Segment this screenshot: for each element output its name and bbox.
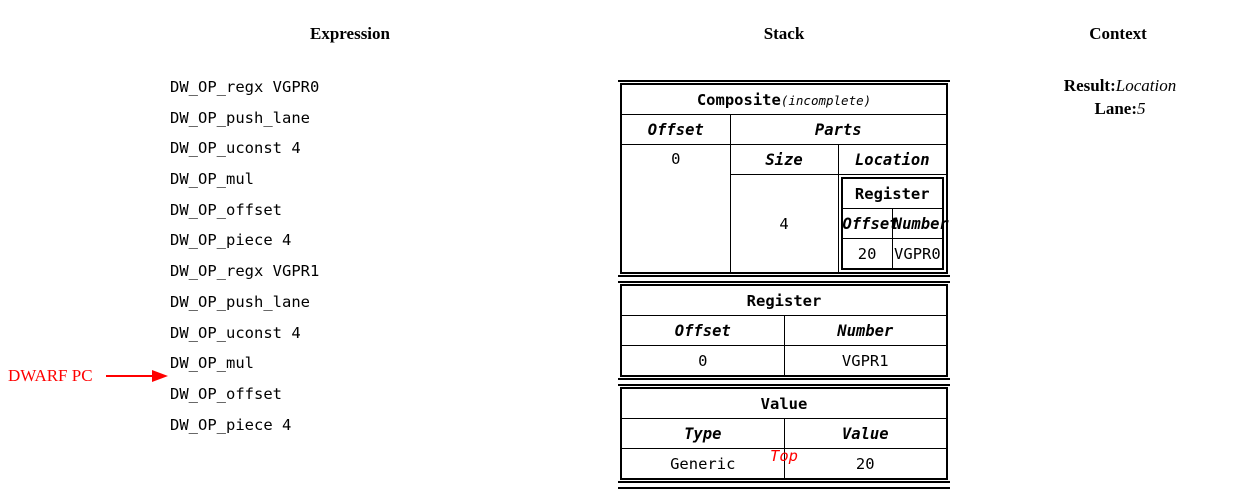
composite-part-location-register: Register Offset Number 20 VGPR0 — [840, 177, 949, 270]
expression-line: DW_OP_mul — [170, 170, 254, 189]
composite-size-header: Size — [729, 144, 839, 175]
composite-location-header: Location — [837, 144, 946, 175]
stack-separator-bottom — [618, 481, 950, 489]
context-result-key: Result: — [1063, 76, 1116, 95]
dwarf-pc-label: DWARF PC — [8, 366, 93, 385]
context-result-row: Result:Location — [1010, 74, 1230, 97]
context-column-heading: Context — [1089, 24, 1147, 43]
composite-parts-header: Parts — [729, 114, 946, 145]
value-value-value: 20 — [783, 448, 946, 478]
stack-top-label: Top — [770, 447, 798, 465]
stack-diagram: Composite(incomplete) Offset Parts 0 Siz… — [618, 78, 950, 490]
stack-entry-composite: Composite(incomplete) Offset Parts 0 Siz… — [620, 83, 949, 274]
expression-line: DW_OP_uconst 4 — [170, 323, 301, 342]
register-number-header: Number — [783, 315, 946, 346]
inner-register-number-header: Number — [891, 208, 949, 239]
stack-column-heading: Stack — [763, 24, 805, 43]
expression-line: DW_OP_mul — [170, 354, 254, 373]
stack-separator — [618, 378, 950, 386]
value-type-header: Type — [622, 418, 785, 449]
expression-line: DW_OP_regx VGPR1 — [170, 262, 320, 281]
inner-register-offset-header: Offset — [842, 208, 899, 239]
composite-title: Composite(incomplete) — [622, 85, 946, 115]
stack-entry-register: Register Offset Number 0 VGPR1 — [620, 284, 948, 377]
context-lane-row: Lane:5 — [1010, 97, 1230, 120]
inner-register-offset-value: 20 — [842, 238, 893, 268]
context-result-value: Location — [1115, 76, 1177, 95]
value-type-value: Generic — [622, 448, 785, 478]
inner-register-title: Register — [842, 179, 942, 209]
register-offset-header: Offset — [622, 315, 785, 346]
stack-separator-top — [618, 78, 950, 82]
expression-line: DW_OP_regx VGPR0 — [170, 78, 320, 96]
composite-title-suffix: (incomplete) — [780, 92, 872, 108]
composite-part-size: 4 — [729, 174, 839, 272]
expression-line: DW_OP_piece 4 — [170, 415, 292, 434]
expression-line: DW_OP_uconst 4 — [170, 139, 301, 158]
composite-offset-header: Offset — [622, 114, 731, 145]
dwarf-pc-arrow-icon — [106, 370, 168, 382]
expression-list: DW_OP_regx VGPR0 DW_OP_push_lane DW_OP_u… — [170, 72, 319, 440]
expression-line: DW_OP_piece 4 — [170, 231, 292, 250]
expression-line: DW_OP_offset — [170, 200, 282, 219]
value-title: Value — [622, 389, 946, 419]
context-lane-key: Lane: — [1094, 99, 1138, 118]
register-title: Register — [622, 286, 946, 316]
expression-line: DW_OP_push_lane — [170, 292, 310, 311]
inner-register-number-value: VGPR0 — [891, 238, 942, 268]
stack-entry-value: Value Type Value Generic 20 — [620, 387, 948, 480]
expression-line: DW_OP_push_lane — [170, 108, 310, 127]
register-offset-value: 0 — [622, 345, 785, 375]
stack-separator — [618, 275, 950, 283]
context-body: Result:Location Lane:5 — [1010, 74, 1230, 120]
register-number-value: VGPR1 — [783, 345, 946, 375]
expression-line: DW_OP_offset — [170, 384, 282, 403]
expression-column-heading: Expression — [310, 24, 390, 43]
context-lane-value: 5 — [1137, 99, 1146, 118]
value-value-header: Value — [783, 418, 946, 449]
composite-offset-value: 0 — [622, 144, 731, 272]
